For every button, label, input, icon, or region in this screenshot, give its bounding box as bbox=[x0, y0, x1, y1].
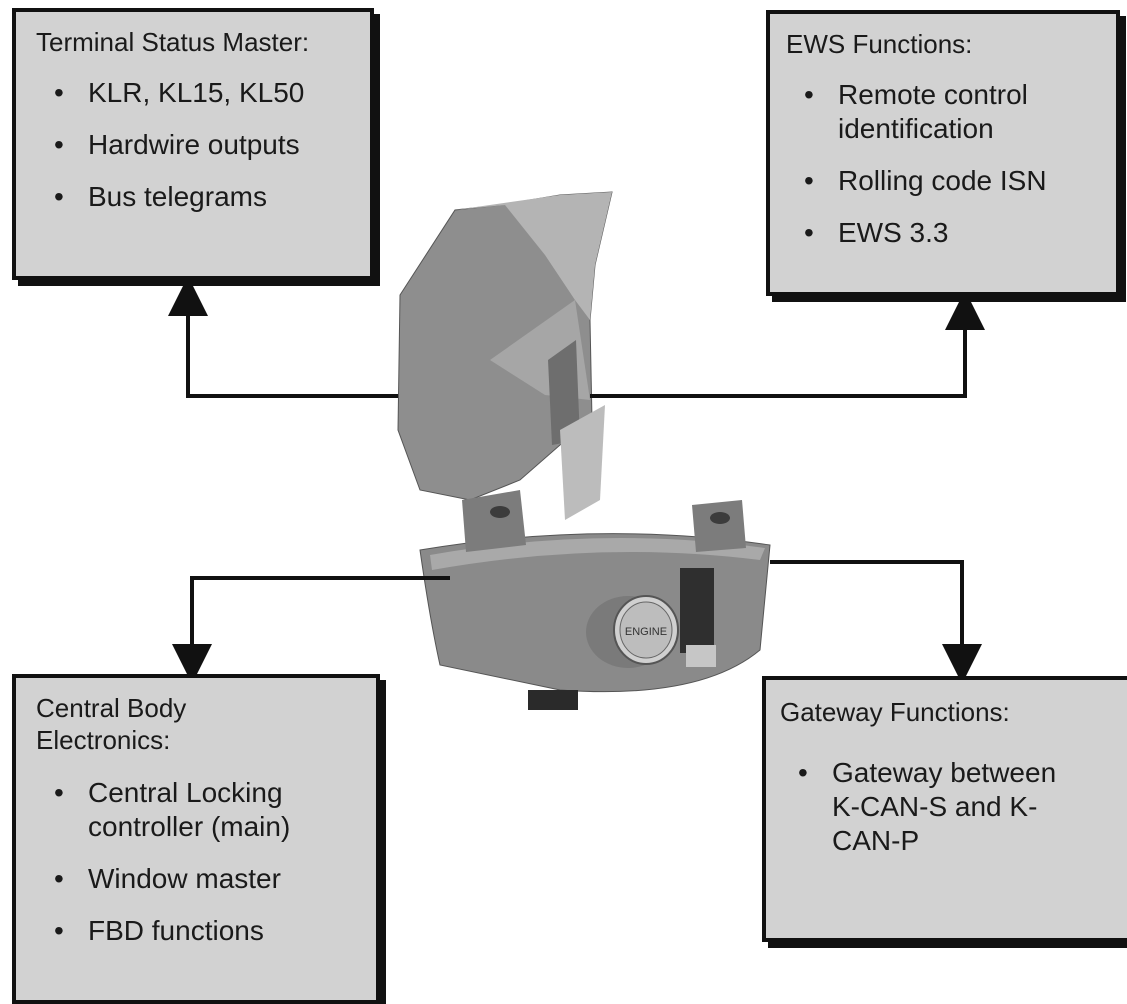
connector-central-body bbox=[172, 576, 450, 684]
central-body-box: Central Body Electronics: Central Lockin… bbox=[12, 674, 380, 1004]
terminal-status-box: Terminal Status Master: KLR, KL15, KL50 … bbox=[12, 8, 374, 280]
central-body-list: Central Locking controller (main) Window… bbox=[36, 776, 376, 948]
connector-terminal-status bbox=[168, 276, 398, 398]
ews-functions-list: Remote control identification Rolling co… bbox=[786, 78, 1116, 250]
connector-ews bbox=[590, 290, 985, 398]
gateway-functions-list: Gateway between K-CAN-S and K-CAN-P bbox=[780, 756, 1127, 858]
list-item: EWS 3.3 bbox=[786, 216, 1116, 250]
list-item: Bus telegrams bbox=[36, 180, 370, 214]
module-illustration: ENGINE bbox=[397, 191, 771, 710]
gateway-functions-box: Gateway Functions: Gateway between K-CAN… bbox=[762, 676, 1127, 942]
terminal-status-title: Terminal Status Master: bbox=[36, 27, 310, 57]
list-item: Window master bbox=[36, 862, 376, 896]
connectors bbox=[168, 276, 985, 684]
connector-gateway bbox=[770, 560, 982, 684]
ews-functions-title: EWS Functions: bbox=[786, 29, 973, 59]
list-item: Remote control identification bbox=[786, 78, 1068, 146]
module-engine-label: ENGINE bbox=[625, 626, 667, 638]
central-body-title: Central Body Electronics: bbox=[36, 693, 187, 755]
list-item: Gateway between K-CAN-S and K-CAN-P bbox=[780, 756, 1062, 858]
list-item: KLR, KL15, KL50 bbox=[36, 76, 370, 110]
terminal-status-list: KLR, KL15, KL50 Hardwire outputs Bus tel… bbox=[36, 76, 370, 214]
gateway-functions-title: Gateway Functions: bbox=[780, 697, 1010, 727]
list-item: FBD functions bbox=[36, 914, 376, 948]
ews-functions-box: EWS Functions: Remote control identifica… bbox=[766, 10, 1120, 296]
list-item: Rolling code ISN bbox=[786, 164, 1116, 198]
list-item: Hardwire outputs bbox=[36, 128, 370, 162]
list-item: Central Locking controller (main) bbox=[36, 776, 318, 844]
